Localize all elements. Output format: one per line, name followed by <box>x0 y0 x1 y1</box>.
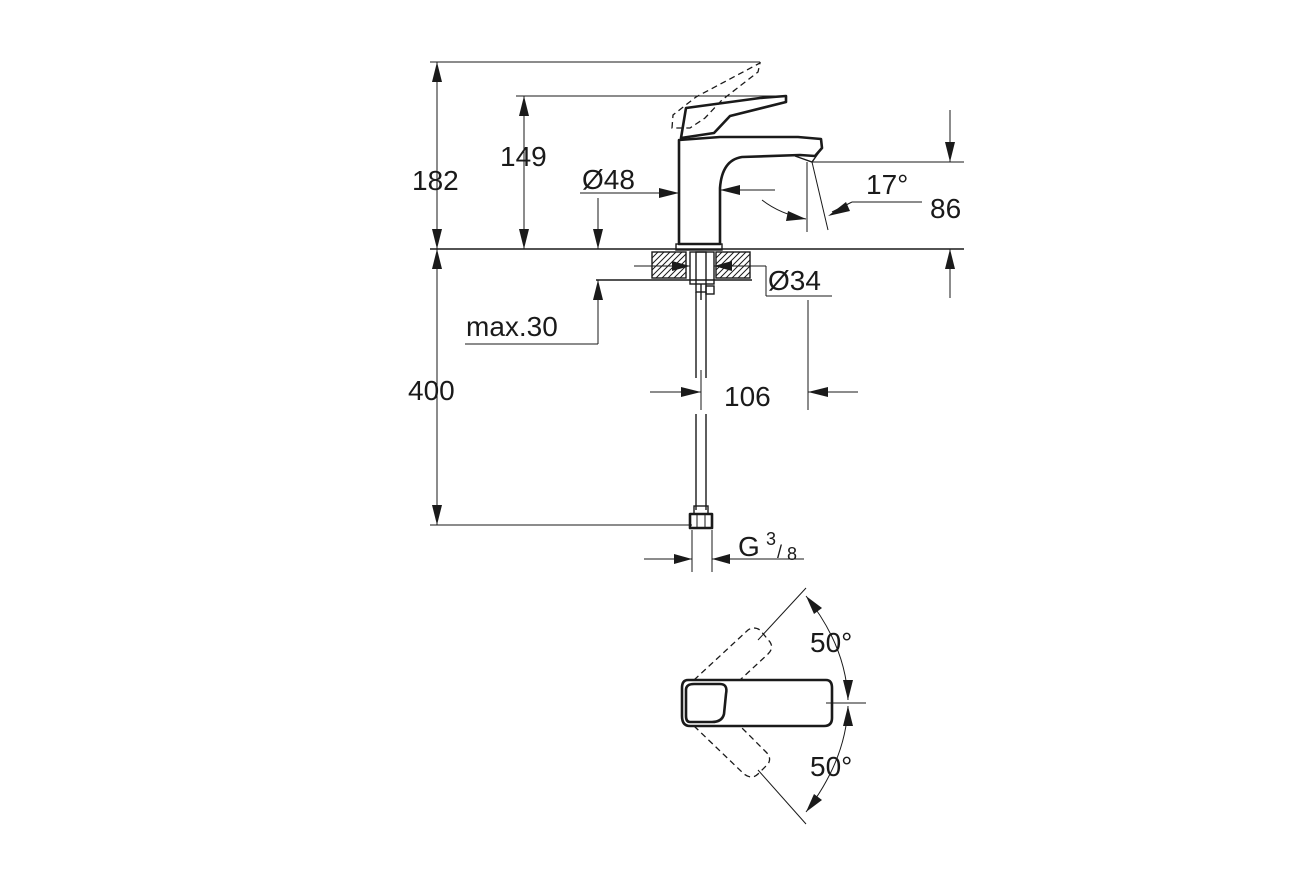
hatch-line <box>673 265 687 279</box>
label-182: 182 <box>412 165 459 196</box>
label-thread-numerator: 3 <box>766 529 776 549</box>
label-106: 106 <box>724 381 771 412</box>
deck-section <box>430 248 964 530</box>
hatch-line <box>719 251 747 279</box>
faucet-side-view <box>671 61 824 251</box>
label-149: 149 <box>500 141 547 172</box>
faucet-top-view <box>680 587 866 825</box>
hatch-line <box>651 251 671 271</box>
label-diameter-34: Ø34 <box>768 265 821 296</box>
hatch-line <box>715 251 723 259</box>
hatch-line <box>715 251 729 265</box>
hatch-line <box>737 265 751 279</box>
label-50-deg-top: 50° <box>810 627 852 658</box>
label-thread-g: G <box>738 531 760 562</box>
label-max-30: max.30 <box>466 311 558 342</box>
dimension-lines <box>430 61 964 572</box>
hatch-line <box>679 271 687 279</box>
dimension-labels: 182 149 Ø48 17° 86 Ø34 max.30 400 106 G … <box>408 141 961 782</box>
label-50-deg-bottom: 50° <box>810 751 852 782</box>
label-diameter-48: Ø48 <box>582 164 635 195</box>
hatch-line <box>655 251 683 279</box>
hatch-line <box>651 251 677 277</box>
label-thread-denominator: 8 <box>787 544 797 564</box>
label-thread-slash: / <box>777 542 782 562</box>
hatch-line <box>743 271 751 279</box>
label-17-deg: 17° <box>866 169 908 200</box>
label-400: 400 <box>408 375 455 406</box>
hatch-line <box>651 251 665 265</box>
hatch-line <box>651 251 659 259</box>
label-86: 86 <box>930 193 961 224</box>
hatch-line <box>731 259 751 279</box>
